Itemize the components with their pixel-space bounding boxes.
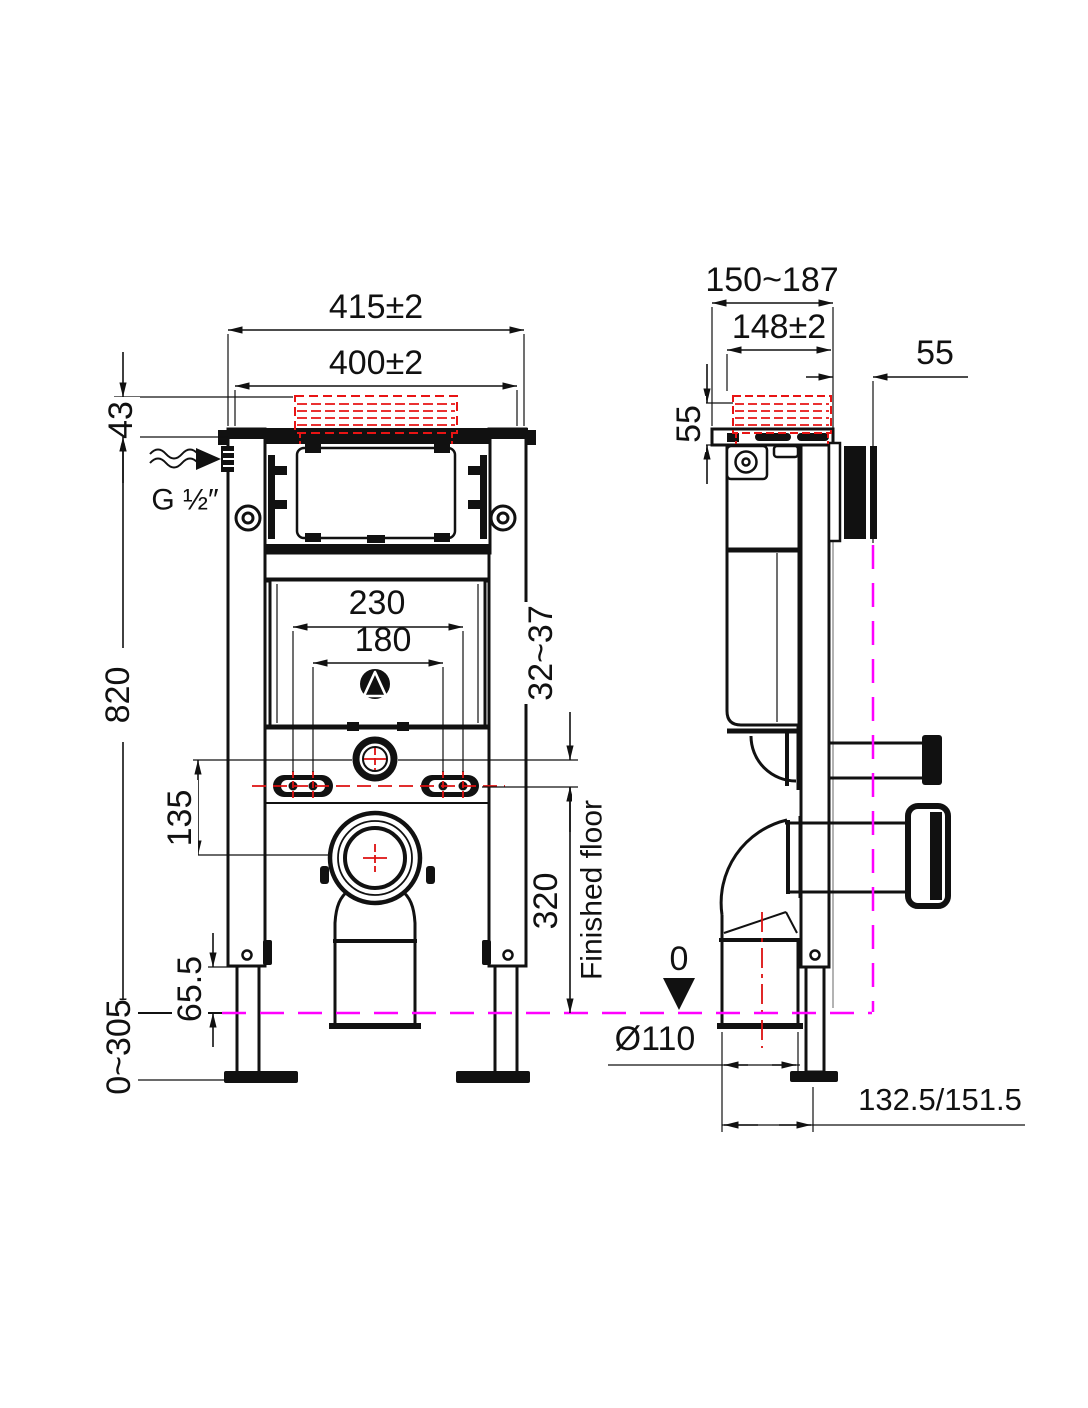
dim-outlet-wall-distance: 132.5/151.5 [858, 1082, 1022, 1117]
flush-plate-red-side [732, 395, 832, 444]
dim-leg-exposed: 65.5 [171, 956, 209, 1022]
leg-left [224, 940, 298, 1083]
dim-fixing-height: 320 [527, 873, 565, 930]
rod-cap [922, 735, 942, 785]
flush-plate-housing [263, 432, 492, 555]
housing-bracket-right [468, 455, 487, 539]
flush-plate-opening [295, 446, 457, 540]
drain-pipe-side [717, 912, 803, 1048]
foot-plate-side [790, 1071, 838, 1082]
dimensions-side: 150~187 148±2 55 55 0 Ø110 [608, 261, 1025, 1132]
datum-symbol: 0 [663, 940, 695, 1010]
water-flow-squiggle-icon [149, 448, 199, 469]
housing-bracket-left [268, 455, 287, 539]
finished-floor-label: Finished floor [576, 800, 609, 980]
wc-outlet-flange [320, 810, 435, 943]
inlet-arrow-icon [196, 448, 221, 470]
dim-wall-offset: 55 [916, 334, 954, 372]
cistern-tank-side [725, 443, 801, 727]
wall-bracket [827, 441, 842, 543]
foot-plate-left [224, 1071, 298, 1083]
datum-triangle-icon [663, 978, 695, 1010]
leg-side [804, 965, 826, 1074]
dimensions-front: 415±2 400±2 43 820 0~305 65.5 135 [99, 288, 612, 1095]
water-inlet [149, 446, 234, 472]
dim-fixing-span-outer: 230 [349, 584, 406, 622]
soil-elbow [719, 816, 804, 940]
brand-logo-icon [360, 669, 390, 699]
dim-plate-width: 148±2 [732, 308, 826, 346]
wall-anchor [844, 446, 877, 539]
flush-plate-red-front [294, 395, 458, 444]
side-view [710, 395, 951, 1082]
leg-right [456, 940, 530, 1083]
fixing-rod [830, 735, 942, 785]
dim-inner-width: 400±2 [329, 344, 423, 382]
cistern-tank-front [266, 578, 489, 731]
flush-elbow-upper [727, 725, 802, 790]
foot-plate-right [456, 1071, 530, 1083]
dim-plate-depth: 55 [670, 405, 708, 443]
dim-slot-range: 32~37 [522, 605, 560, 701]
floor-wall-lines-magenta [222, 545, 875, 1015]
frame-rail-side [799, 443, 831, 969]
front-view: G ½″ [149, 395, 536, 1083]
dim-fixing-span-inner: 180 [355, 621, 412, 659]
top-nub-right [525, 430, 536, 445]
dim-outlet-drop: 135 [161, 790, 199, 847]
top-plate-side [710, 427, 835, 447]
dim-frame-height: 820 [99, 667, 137, 724]
dim-leg-adjust-range: 0~305 [100, 999, 138, 1095]
soil-pipe-flange [905, 803, 951, 909]
inlet-thread-label: G ½″ [151, 484, 219, 517]
datum-label: 0 [670, 940, 689, 978]
dim-outlet-diameter: Ø110 [615, 1020, 696, 1058]
dim-overall-width: 415±2 [329, 288, 423, 326]
leg-pin-side [809, 949, 821, 961]
hole-centerlines-red [252, 748, 505, 872]
dim-plate-height: 43 [102, 401, 140, 439]
dim-depth-range: 150~187 [705, 261, 838, 299]
